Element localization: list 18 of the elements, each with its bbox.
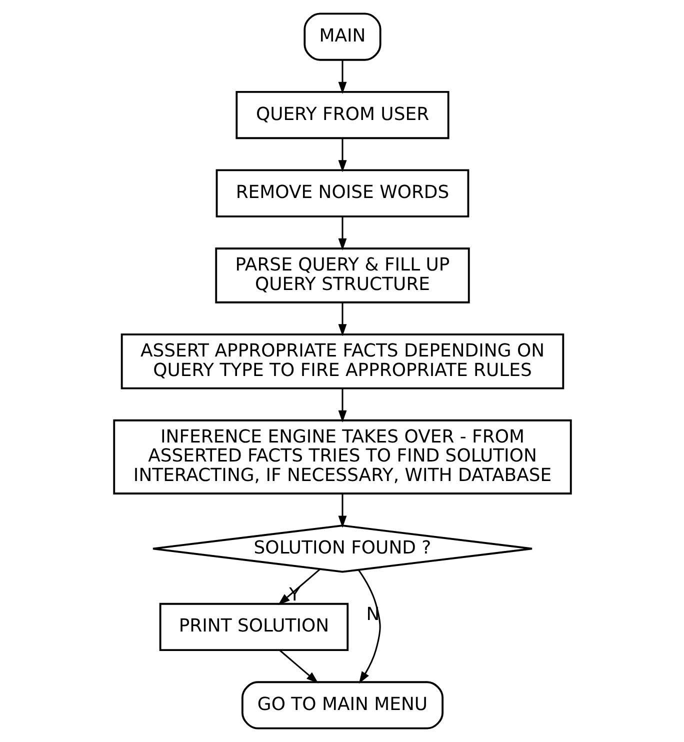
arrow [338,216,346,250]
node-box: MAIN [303,12,381,61]
arrow [338,138,346,172]
node-box: INFERENCE ENGINE TAKES OVER - FROM ASSERTED FACTS TRIES TO FIND SOLUTION INTERACTING, IF NECESSARY, WITH DATABASE [112,419,572,494]
node-box: GO TO MAIN MENU [240,681,444,730]
arrow [278,568,320,606]
node-diamond: SOLUTION FOUND ? [152,524,532,573]
arrow [338,60,346,94]
arrow [278,650,318,684]
arrow [358,570,380,684]
arrow [338,302,346,336]
node-box: QUERY FROM USER [235,91,449,140]
node-box: PRINT SOLUTION [158,602,348,651]
node-box: ASSERT APPROPRIATE FACTS DEPENDING ON QUERY TYPE TO FIRE APPROPRIATE RULES [120,333,564,390]
arrow [338,388,346,422]
node-box: REMOVE NOISE WORDS [215,169,469,218]
arrow [338,494,346,528]
node-box: PARSE QUERY & FILL UP QUERY STRUCTURE [214,248,470,304]
